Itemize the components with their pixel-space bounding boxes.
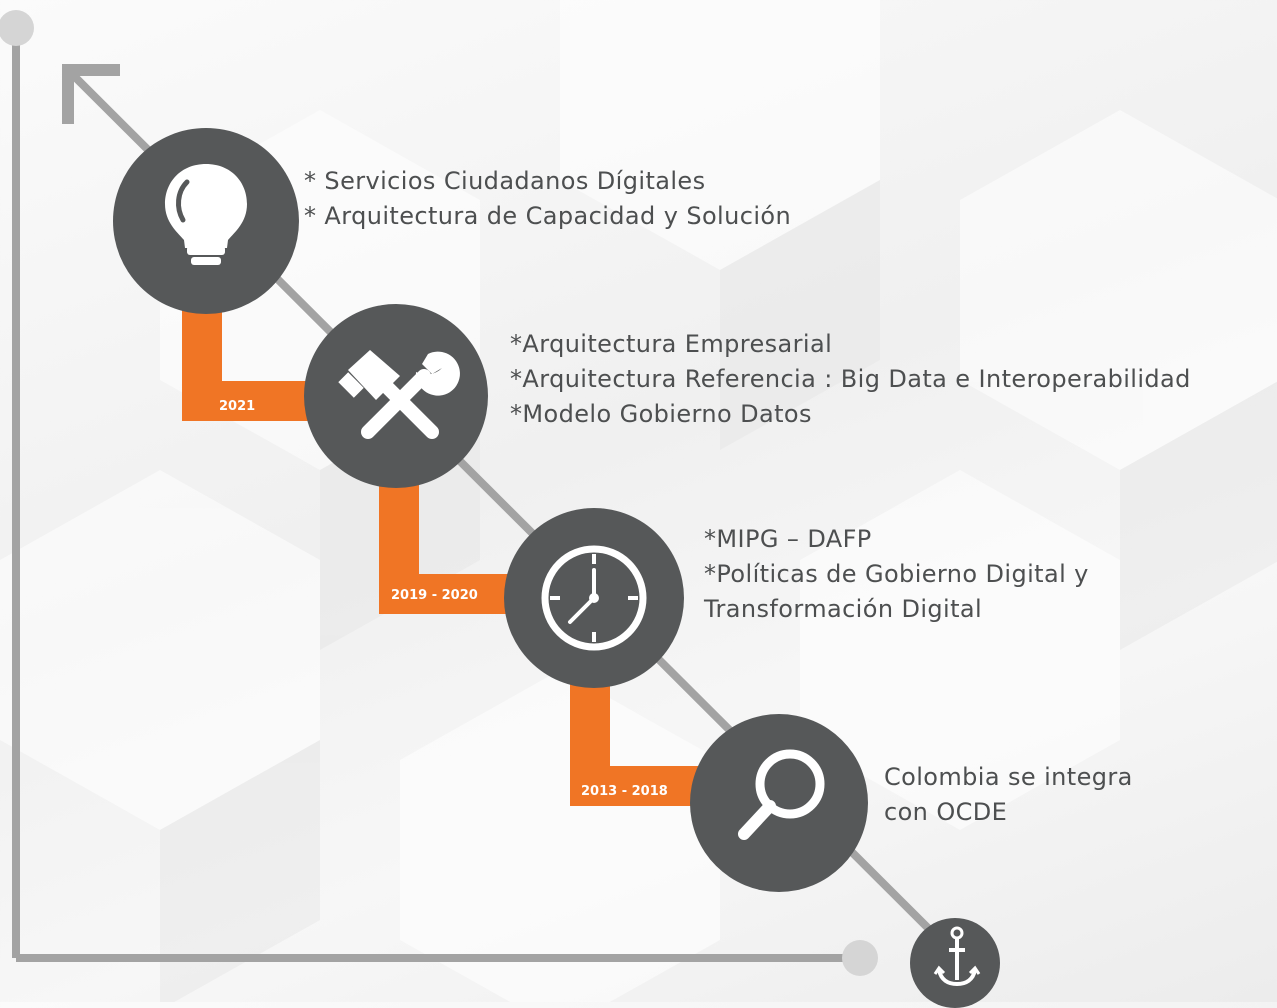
text-line: con OCDE — [884, 798, 1008, 826]
milestone-circle — [910, 918, 1000, 1008]
milestone-circle — [690, 714, 868, 892]
text-line: *Arquitectura Referencia : Big Data e In… — [510, 365, 1191, 393]
milestone-text-2019-2020: *Arquitectura Empresarial *Arquitectura … — [510, 327, 1191, 432]
milestone-text-ocde: Colombia se integra con OCDE — [884, 760, 1133, 830]
text-line: Colombia se integra — [884, 763, 1133, 791]
text-line: Transformación Digital — [704, 595, 983, 623]
milestone-circle — [304, 304, 488, 488]
text-line: *Arquitectura Empresarial — [510, 330, 833, 358]
axis-end-dot — [842, 940, 878, 976]
text-line: *Modelo Gobierno Datos — [510, 400, 812, 428]
connector-2013-2018 — [570, 680, 700, 806]
connector-2019-2020 — [379, 470, 530, 614]
text-line: *Políticas de Gobierno Digital y — [704, 560, 1089, 588]
arrow-head — [62, 64, 120, 124]
clock-icon — [541, 545, 647, 651]
tools-icon — [338, 350, 460, 439]
year-label: 2013 - 2018 — [581, 784, 668, 799]
year-label: 2021 — [219, 399, 256, 414]
year-label: 2019 - 2020 — [391, 588, 478, 603]
text-line: * Arquitectura de Capacidad y Solución — [304, 202, 792, 230]
milestone-text-2013-2018: *MIPG – DAFP *Políticas de Gobierno Digi… — [704, 522, 1089, 627]
text-line: *MIPG – DAFP — [704, 525, 872, 553]
lightbulb-icon — [165, 164, 247, 265]
magnifier-icon — [738, 749, 825, 840]
milestone-circle — [504, 508, 684, 688]
connector-2021 — [182, 285, 330, 421]
anchor-icon — [933, 926, 981, 987]
axis-top-dot — [0, 10, 34, 46]
milestone-text-2021: * Servicios Ciudadanos Dígitales * Arqui… — [304, 164, 791, 234]
milestone-circle — [113, 128, 299, 314]
text-line: * Servicios Ciudadanos Dígitales — [304, 167, 706, 195]
